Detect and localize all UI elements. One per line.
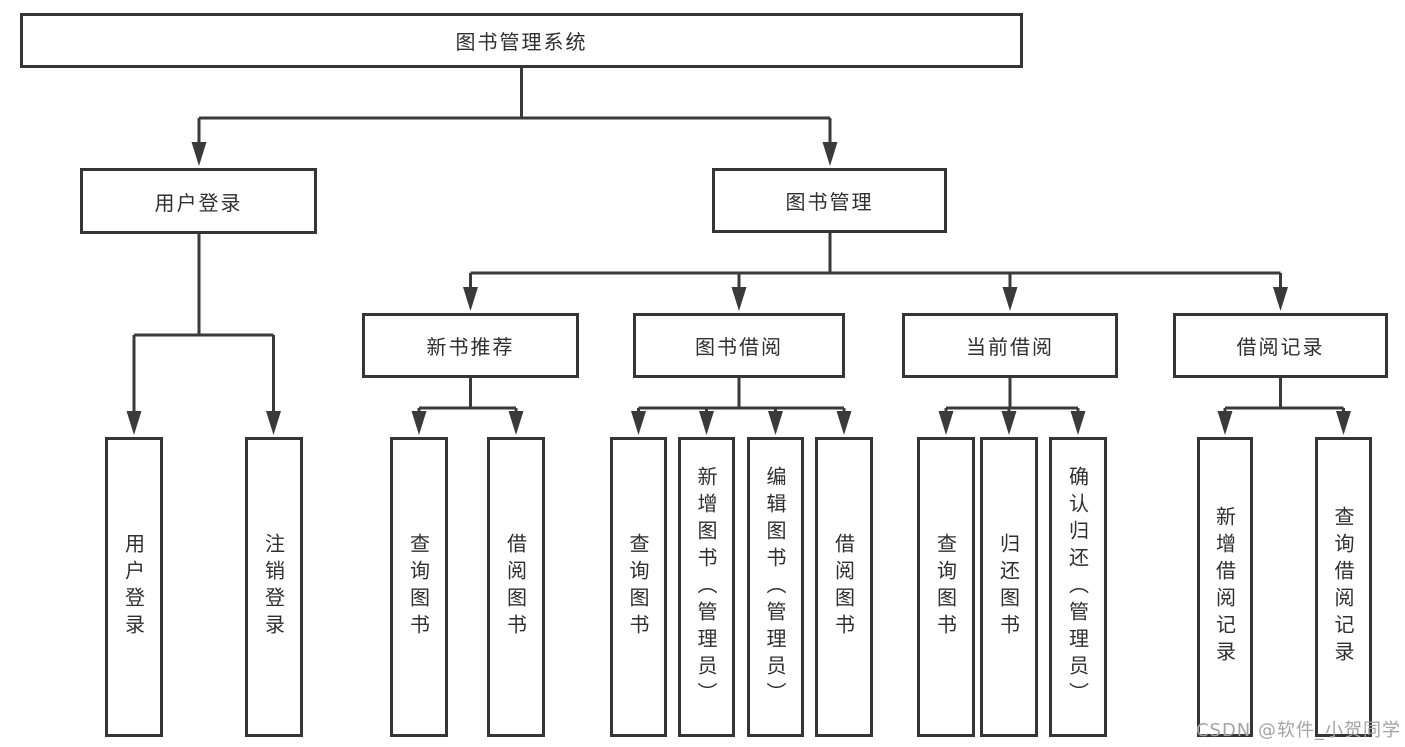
node-label: 新增图书（管理员） [694,465,718,709]
node-leaf-query-books-current: 查询图书 [917,437,975,737]
node-label: 编辑图书（管理员） [763,465,787,709]
node-leaf-borrow-books-recommend: 借阅图书 [487,437,545,737]
node-current-borrowing: 当前借阅 [902,313,1118,378]
node-label: 借阅图书 [503,533,528,641]
node-leaf-query-borrow-record: 查询借阅记录 [1315,437,1372,737]
node-label: 注销登录 [261,533,286,641]
node-user-login: 用户登录 [80,168,317,234]
node-label: 新增借阅记录 [1212,506,1237,668]
node-label: 查询图书 [626,533,650,641]
node-leaf-borrow-books-borrowing: 借阅图书 [815,437,873,737]
node-label: 查询图书 [406,533,431,641]
csdn-watermark: CSDN @软件_小贺同学 [1195,720,1401,741]
node-label: 归还图书 [996,533,1021,641]
node-label: 用户登录 [121,533,146,641]
node-label: 确认归还（管理员） [1065,465,1090,709]
node-library-management-system: 图书管理系统 [20,13,1023,68]
node-leaf-edit-books-admin: 编辑图书（管理员） [747,437,804,737]
node-leaf-add-borrow-record: 新增借阅记录 [1197,437,1253,737]
node-label: 查询图书 [933,533,958,641]
node-book-borrowing: 图书借阅 [633,313,845,378]
node-borrowing-records: 借阅记录 [1173,313,1388,378]
node-label: 借阅图书 [831,533,856,641]
node-leaf-user-login: 用户登录 [105,437,163,737]
node-leaf-return-books: 归还图书 [980,437,1038,737]
node-leaf-query-books-recommend: 查询图书 [390,437,448,737]
node-leaf-confirm-return-admin: 确认归还（管理员） [1049,437,1107,737]
node-label: 查询借阅记录 [1331,506,1355,668]
node-leaf-add-books-admin: 新增图书（管理员） [678,437,735,737]
node-leaf-query-books-borrowing: 查询图书 [610,437,667,737]
node-leaf-logout-login: 注销登录 [245,437,303,737]
node-book-management: 图书管理 [712,168,947,233]
arrowheads [126,142,1351,435]
node-new-book-recommend: 新书推荐 [362,313,579,378]
